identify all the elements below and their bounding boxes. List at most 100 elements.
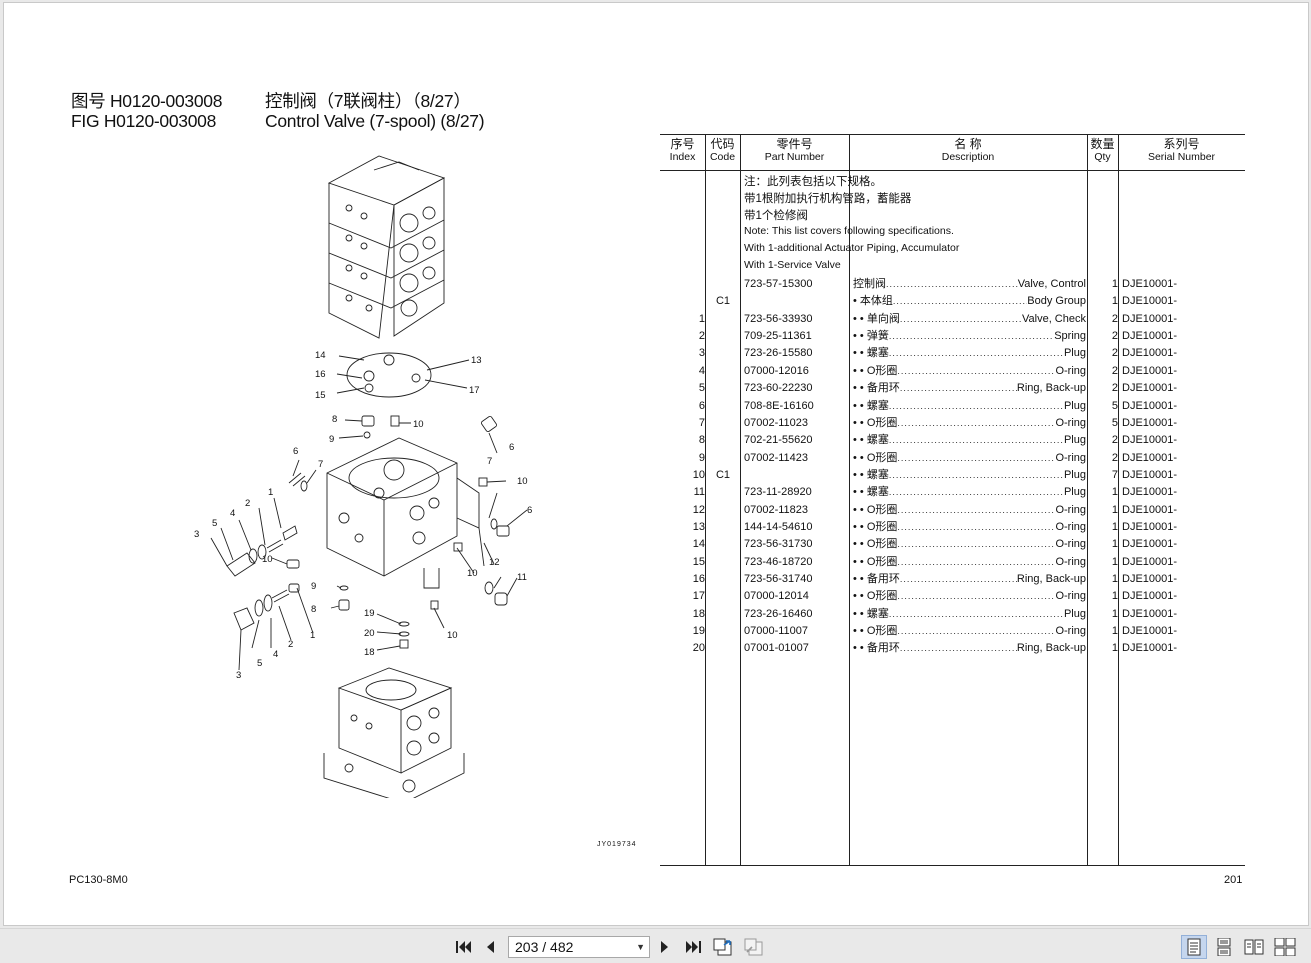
last-page-button[interactable]	[683, 935, 705, 959]
single-page-view-button[interactable]	[1181, 935, 1207, 959]
cell-serial-number: DJE10001-	[1122, 503, 1178, 516]
cell-description: • • O形圈O-ring	[853, 415, 1086, 432]
cell-part-number: 702-21-55620	[744, 434, 813, 447]
spec-note: 注：此列表包括以下规格。	[744, 176, 882, 188]
cell-part-number: 07000-12016	[744, 364, 809, 377]
dot-leader	[889, 467, 1064, 484]
cell-serial-number: DJE10001-	[1122, 573, 1178, 585]
cell-index: 14	[692, 538, 705, 551]
dot-leader	[889, 432, 1064, 449]
description-en: O-ring	[1055, 364, 1086, 377]
cell-serial-number: DJE10001-	[1122, 451, 1178, 464]
callout-label: 13	[471, 355, 482, 366]
cell-description: • • O形圈O-ring	[853, 519, 1086, 536]
dot-leader	[897, 363, 1055, 380]
cell-qty: 1	[1111, 278, 1118, 290]
cell-index: 16	[692, 573, 705, 585]
spec-note: 带1根附加执行机构管路，蓄能器	[744, 193, 912, 205]
cell-serial-number: DJE10001-	[1122, 555, 1178, 568]
cell-description: • • 螺塞Plug	[853, 467, 1086, 484]
chevron-down-icon[interactable]: ▼	[636, 942, 645, 952]
cell-description: • • O形圈O-ring	[853, 623, 1086, 640]
previous-view-button[interactable]	[711, 935, 735, 959]
cell-qty: 1	[1111, 486, 1118, 499]
cell-qty: 5	[1111, 399, 1118, 412]
callout-label: 17	[469, 385, 480, 396]
cell-part-number: 709-25-11361	[744, 330, 812, 343]
cell-part-number: 723-60-22230	[744, 382, 813, 395]
cell-index: 6	[698, 399, 705, 412]
cell-serial-number: DJE10001-	[1122, 538, 1178, 551]
description-cn: • • 螺塞	[853, 347, 889, 360]
continuous-facing-view-button[interactable]	[1272, 935, 1298, 959]
spec-note: With 1-additional Actuator Piping, Accum…	[744, 242, 960, 254]
callout-label: 10	[262, 554, 273, 565]
last-page-icon	[686, 941, 701, 953]
dot-leader	[897, 588, 1055, 605]
cell-part-number: 07000-12014	[744, 590, 809, 603]
dot-leader	[897, 502, 1055, 519]
cell-description: • • O形圈O-ring	[853, 502, 1086, 519]
callout-label: 4	[273, 649, 278, 660]
cell-index: 1	[698, 312, 705, 325]
cell-code: C1	[715, 468, 731, 481]
cell-index: 19	[692, 625, 705, 637]
continuous-facing-icon	[1274, 938, 1296, 956]
cell-part-number: 07000-11007	[744, 625, 809, 637]
facing-icon	[1244, 939, 1264, 955]
page-number-input[interactable]: 203 / 482 ▼	[508, 936, 650, 958]
cell-part-number: 07001-01007	[744, 642, 809, 655]
callout-label: 2	[288, 639, 293, 650]
description-cn: • • O形圈	[853, 590, 898, 603]
description-cn: • • 弹簧	[853, 330, 889, 343]
dot-leader	[889, 606, 1064, 623]
cell-description: • • 螺塞Plug	[853, 484, 1086, 501]
cell-part-number: 723-57-15300	[744, 278, 813, 290]
cell-serial-number: DJE10001-	[1122, 468, 1178, 481]
page-indicator: 203 / 482	[515, 939, 574, 955]
dot-leader	[886, 276, 1018, 293]
callout-label: 1	[268, 487, 273, 498]
description-en: O-ring	[1055, 625, 1086, 637]
description-en: Plug	[1063, 607, 1086, 620]
cell-part-number: 07002-11823	[744, 503, 809, 516]
dot-leader	[893, 293, 1027, 310]
cell-index: 8	[698, 434, 705, 447]
cell-part-number: 07002-11423	[744, 451, 809, 464]
figure-number-en: FIG H0120-003008	[71, 111, 217, 131]
cell-index: 4	[698, 364, 705, 377]
dot-leader	[889, 345, 1064, 362]
cell-description: • • O形圈O-ring	[853, 450, 1086, 467]
dot-leader	[897, 450, 1055, 467]
dot-leader	[897, 554, 1055, 571]
facing-view-button[interactable]	[1242, 935, 1266, 959]
description-cn: 控制阀	[853, 278, 886, 290]
dot-leader	[897, 415, 1055, 432]
callout-label: 4	[230, 508, 235, 519]
next-view-button[interactable]	[742, 935, 766, 959]
cell-part-number: 144-14-54610	[744, 520, 813, 533]
cell-description: • • O形圈O-ring	[853, 554, 1086, 571]
description-cn: • • 单向阀	[853, 312, 900, 325]
description-cn: • • O形圈	[853, 451, 898, 464]
continuous-view-button[interactable]	[1212, 935, 1236, 959]
cell-description: • • O形圈O-ring	[853, 363, 1086, 380]
cell-serial-number: DJE10001-	[1122, 642, 1178, 655]
cell-qty: 2	[1111, 312, 1118, 325]
next-page-button[interactable]	[656, 935, 674, 959]
cell-qty: 2	[1111, 330, 1118, 343]
prev-page-button[interactable]	[481, 935, 499, 959]
cell-part-number: 723-11-28920	[744, 486, 812, 499]
figure-title-cn: 控制阀（7联阀柱）（8/27）	[265, 91, 471, 111]
description-cn: • • 备用环	[853, 642, 900, 655]
cell-index: 15	[692, 555, 705, 568]
first-page-button[interactable]	[453, 935, 473, 959]
description-en: O-ring	[1055, 520, 1086, 533]
